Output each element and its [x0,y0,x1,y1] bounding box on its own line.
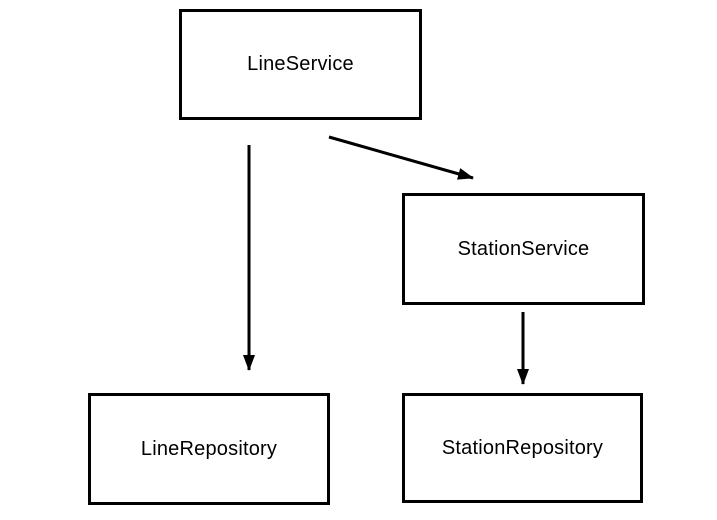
node-stationservice: StationService [402,193,645,305]
node-stationrepository-label: StationRepository [441,436,604,459]
node-stationservice-label: StationService [457,237,590,260]
arrow-lineservice-to-stationservice [328,135,474,180]
node-linerepository: LineRepository [88,393,330,505]
node-lineservice: LineService [179,9,422,120]
node-linerepository-label: LineRepository [140,437,278,460]
node-stationrepository: StationRepository [402,393,643,503]
node-lineservice-label: LineService [247,53,354,75]
